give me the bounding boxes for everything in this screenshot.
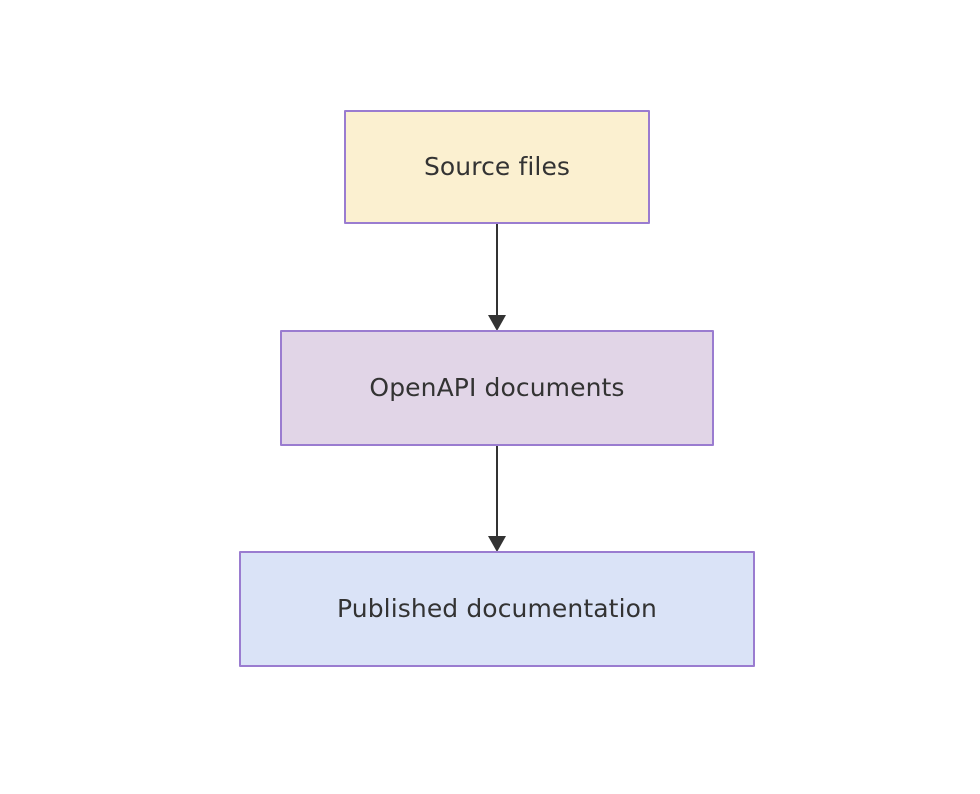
node-label: Published documentation — [337, 594, 657, 624]
node-label: Source files — [423, 152, 571, 182]
node-openapi-documents[interactable]: OpenAPI documents — [280, 330, 714, 446]
node-label: OpenAPI documents — [369, 373, 625, 403]
edge-source-to-openapi — [488, 224, 506, 331]
edge-openapi-to-published — [488, 446, 506, 552]
node-published-documentation[interactable]: Published documentation — [239, 551, 755, 667]
node-source-files[interactable]: Source files — [344, 110, 650, 224]
arrowhead-icon — [488, 536, 506, 552]
arrowhead-icon — [488, 315, 506, 331]
